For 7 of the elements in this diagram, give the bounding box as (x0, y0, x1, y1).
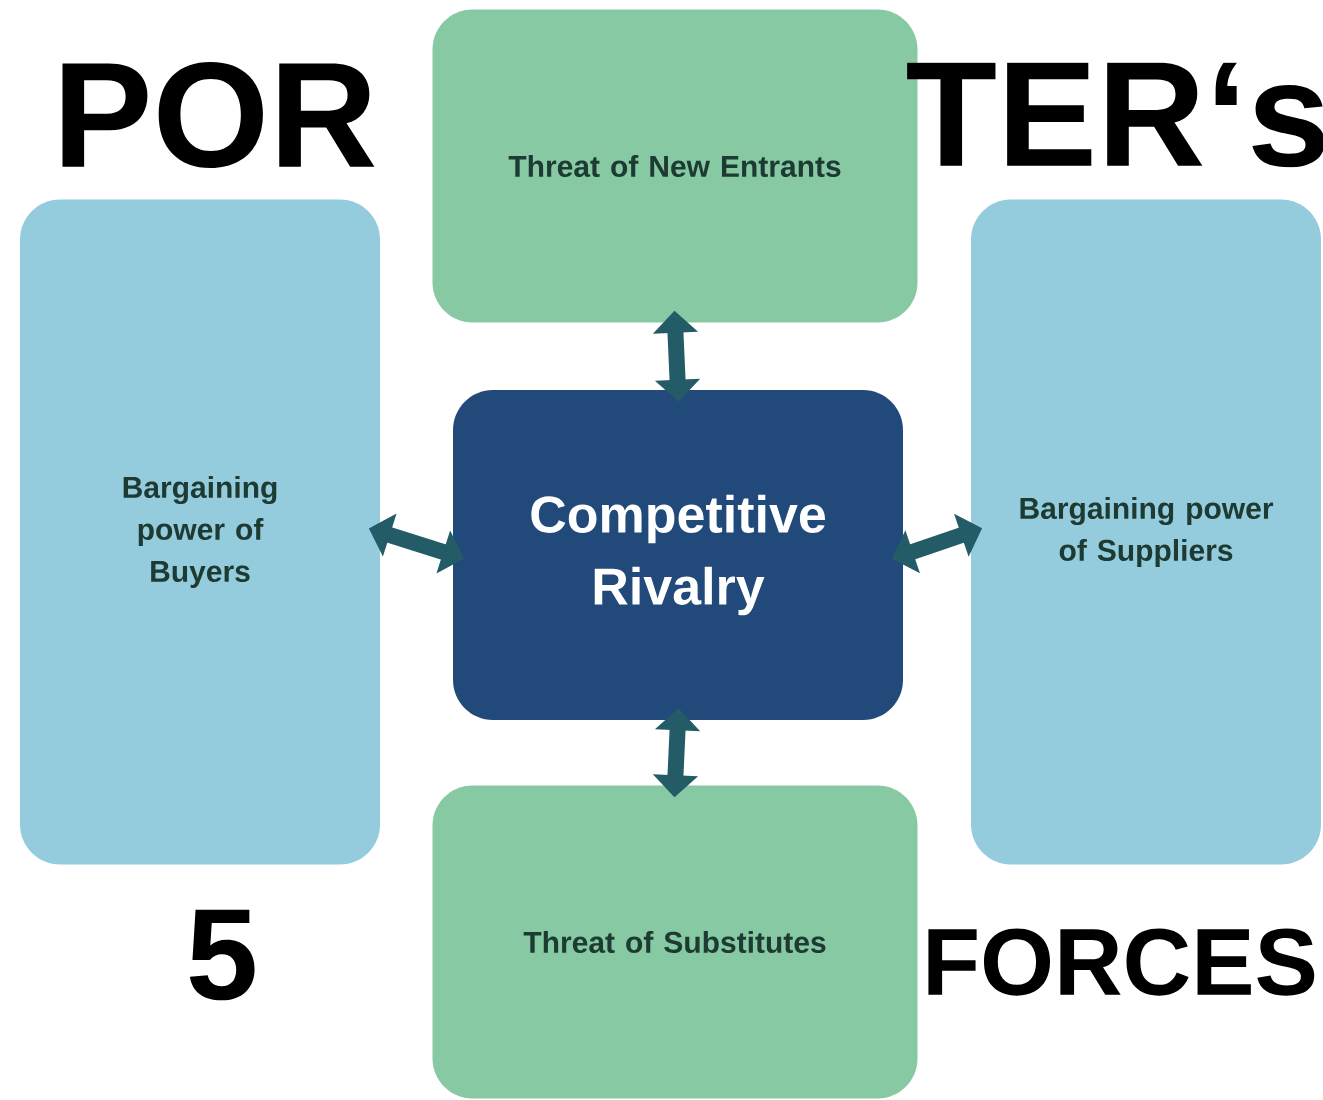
rivalry-box: Competitive Rivalry (453, 390, 903, 720)
force-box: Threat of Substitutes (432, 785, 918, 1099)
title-word: 5 (189, 909, 255, 1001)
title-word: POR (62, 61, 375, 169)
force-box: Bargaining power of Suppliers (971, 199, 1321, 865)
title-word: FORCES (928, 928, 1315, 996)
force-box: Bargaining power of Buyers (20, 199, 380, 865)
